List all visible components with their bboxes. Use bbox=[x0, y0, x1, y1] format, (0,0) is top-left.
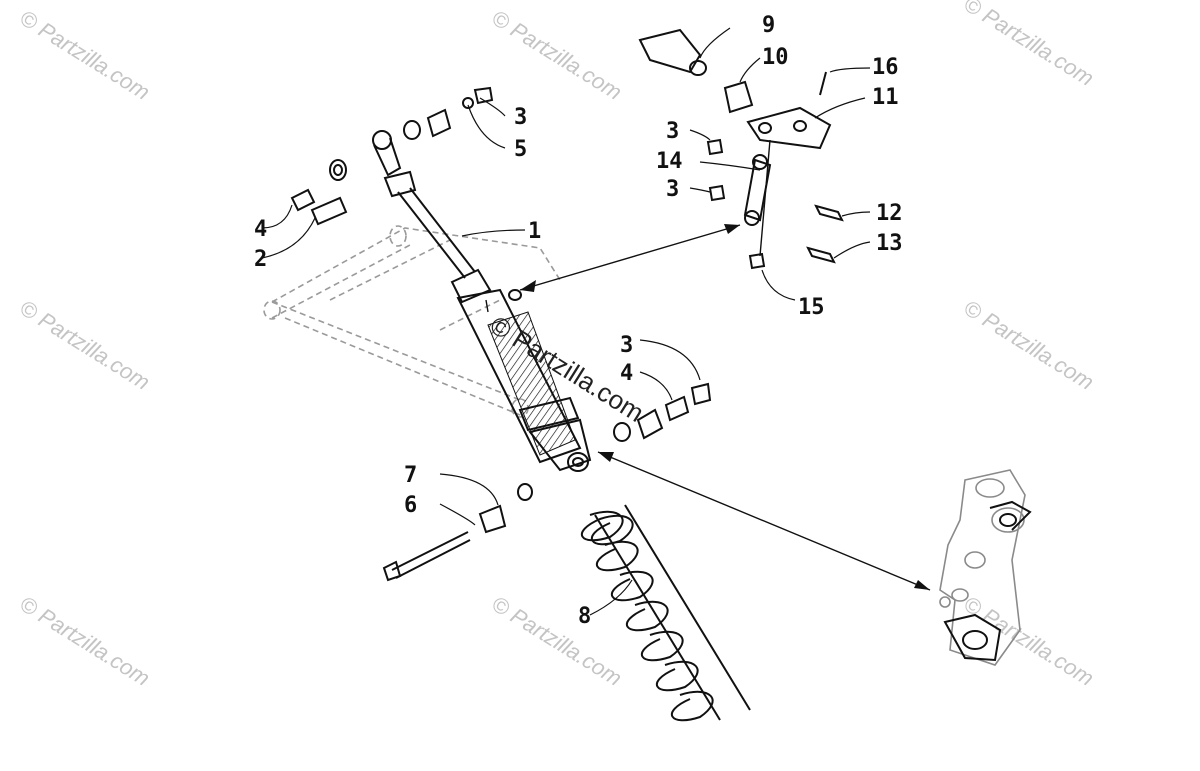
callout-4: 4 bbox=[620, 361, 633, 386]
watermark: © Partzilla.com bbox=[487, 5, 626, 105]
callout-3: 3 bbox=[620, 333, 633, 358]
callout-16: 16 bbox=[872, 55, 899, 80]
callout-5: 5 bbox=[514, 137, 527, 162]
linkage-assembly bbox=[638, 28, 844, 270]
callout-10: 10 bbox=[762, 45, 789, 70]
spindle-ghost bbox=[939, 469, 1032, 666]
callout-11: 11 bbox=[872, 85, 899, 110]
watermark: © Partzilla.com bbox=[15, 591, 154, 691]
callout-2: 2 bbox=[254, 247, 267, 272]
callout-7: 7 bbox=[404, 463, 417, 488]
leader-lines bbox=[261, 27, 871, 616]
callout-8: 8 bbox=[578, 604, 591, 629]
callout-9: 9 bbox=[762, 13, 775, 38]
callout-1: 1 bbox=[528, 219, 541, 244]
callout-6: 6 bbox=[404, 493, 417, 518]
watermark: © Partzilla.com bbox=[15, 5, 154, 105]
callout-14: 14 bbox=[656, 149, 683, 174]
callouts: 1 2 3 4 5 3 4 6 7 8 9 10 11 12 13 14 15 … bbox=[254, 13, 903, 629]
watermark: © Partzilla.com bbox=[959, 591, 1098, 691]
watermark: © Partzilla.com bbox=[15, 295, 154, 395]
watermark: © Partzilla.com bbox=[959, 295, 1098, 395]
callout-3: 3 bbox=[666, 119, 679, 144]
callout-4: 4 bbox=[254, 217, 267, 242]
callout-15: 15 bbox=[798, 295, 825, 320]
callout-3: 3 bbox=[514, 105, 527, 130]
watermark: © Partzilla.com bbox=[959, 0, 1098, 91]
upper-hardware bbox=[290, 86, 494, 226]
lower-hardware bbox=[382, 382, 712, 582]
shock-absorber bbox=[372, 130, 592, 472]
callout-3: 3 bbox=[666, 177, 679, 202]
reference-arrows bbox=[519, 224, 931, 591]
callout-12: 12 bbox=[876, 201, 903, 226]
coil-spring bbox=[580, 504, 751, 722]
a-arm-ghost bbox=[263, 225, 561, 418]
callout-13: 13 bbox=[876, 231, 903, 256]
